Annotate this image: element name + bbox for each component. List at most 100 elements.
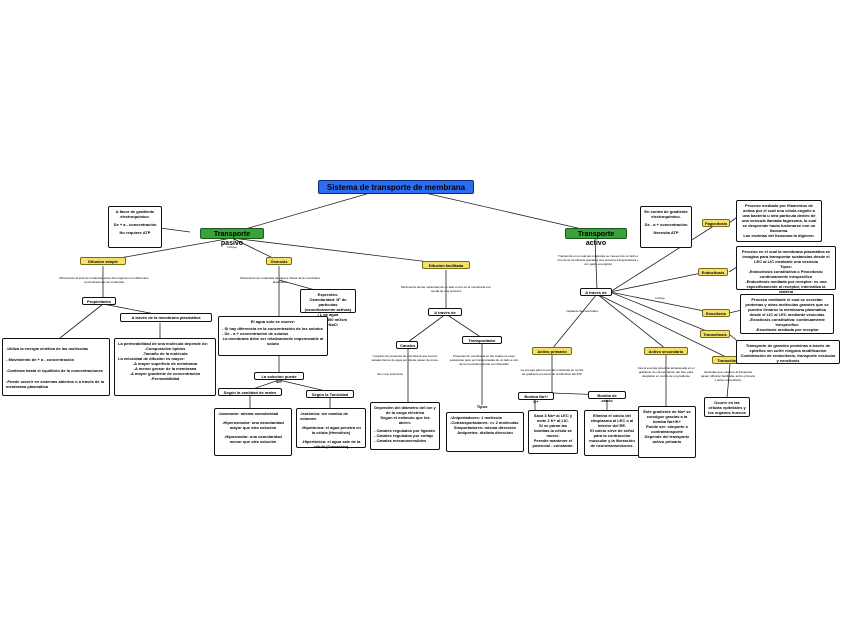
osm-line: Expresión: [317, 292, 339, 297]
by-tonicity-node[interactable]: Según la Tonicidad [306, 390, 354, 398]
channels-line: Según el estímulo que los abren: [380, 415, 431, 425]
transcytosis-desc: Vesículas que contiene al transporte pas… [700, 370, 756, 382]
phago-line: Las enzimas del lisosoma la digieren. [743, 233, 815, 238]
by-amount-node[interactable]: Según la cantidad de mates [218, 388, 282, 396]
tonicity-line: -Isotónica: sin cambio de volumen [300, 411, 350, 421]
phago-line: Proceso mediado por filamentos de actina… [741, 203, 818, 233]
na-line: Saca 3 Na+ al LEC y mete 2 K+ al LIC. [533, 413, 574, 423]
membrane-proteins-label: mediante de membrana [566, 309, 598, 313]
passive-info-box: A favor de gradiente electroquímico. Dx … [108, 206, 162, 248]
perm-line: -Tamaño de la molécula [142, 351, 188, 356]
perm-line: -Permeabilidad [150, 376, 180, 381]
exo-line: Proceso mediante el cual se secretan pro… [745, 297, 830, 317]
calcium-pump-node[interactable]: Bomba de calcio [588, 391, 626, 403]
active-info-line: Dx - a + concentración [644, 222, 688, 227]
water-movement-box: El agua solo se mueve: - Si hay diferenc… [218, 316, 328, 356]
phagocytosis-box: Proceso mediado por filamentos de actina… [736, 200, 822, 242]
ca-line: El calcio sirve de señal para la contrac… [589, 428, 636, 448]
transcytosis2-node[interactable]: Transcitosis [700, 330, 730, 338]
types-label: Tipos [476, 404, 488, 409]
selective-label: Son muy selectivos [377, 372, 403, 376]
props-line: -Utiliza la energía cinética de las molé… [6, 346, 89, 351]
types-line: -Uniportadores: 1 molécula [450, 415, 502, 420]
sec-line: Este gradiente de Na+ se consigue gracia… [643, 409, 692, 424]
perm-line: -Composición lípidos [144, 346, 186, 351]
permeability-box: La permeabilidad de una molécula depende… [114, 338, 216, 396]
passive-info-line: A favor de gradiente electroquímico. [115, 209, 156, 219]
perm-line: La permeabilidad de una molécula depende… [118, 341, 209, 346]
types-line: Simportadores: misma dirección [453, 425, 517, 430]
sec-line: Puede ser: simporte o contratransporte [645, 424, 690, 434]
simple-diffusion-node[interactable]: Difusión simple [80, 257, 126, 265]
active-incluye-label: Incluye [655, 296, 665, 300]
solution-node[interactable]: La solución puede ser [254, 372, 304, 384]
membrane-path-node[interactable]: A través de la membrana plasmática [120, 313, 212, 322]
props-line: -Puede ocurrir en sistemas abiertos o a … [6, 379, 106, 389]
amount-line: -Isosmolar: misma osmolaridad [218, 411, 279, 416]
sec-line: Depende del transporte activo primario [644, 434, 691, 444]
transcytosis-box: Ocurre en las células epiteliales y los … [704, 397, 750, 417]
root-node[interactable]: Sistema de transporte de membrana [318, 180, 474, 194]
simple-diffusion-desc: Movimiento al azar de moléculas entre do… [59, 276, 149, 284]
types-line: -Cotransportadores: >= 2 moléculas [450, 420, 519, 425]
props-line: - Movimiento de + a - concentración [6, 357, 75, 362]
channels-node[interactable]: Canales [396, 341, 418, 349]
osm-line: Osmolaridad: Nº de partículas (osmóticam… [304, 297, 353, 317]
active-info-line: En contra de gradiente electroquímico. [644, 209, 689, 219]
secondary-active-node[interactable]: Activo secundario [644, 347, 688, 355]
channels-line: Dependen del diámetro del ion y de la ca… [374, 405, 437, 415]
na-k-pump-node[interactable]: Bomba Na+/ K+ [518, 392, 554, 404]
osmosis-desc: Movimiento de moléculas de agua a través… [240, 276, 320, 284]
calcium-box: Elimina el calcio del citoplasma al LEC … [584, 410, 640, 456]
endo-line: Proceso en el cual la membrana plasmátic… [741, 249, 832, 264]
active-info-line: Necesita ATP [653, 230, 679, 235]
active-through-node[interactable]: A través de [580, 288, 612, 296]
water-line: El agua solo se mueve: [250, 319, 296, 324]
passive-incluye-label: Incluye [227, 245, 237, 249]
passive-info-line: Dx + a - concentración [113, 222, 157, 227]
active-desc: Transporte en el cual las moléculas se m… [557, 254, 639, 266]
water-line: - Si hay diferencia en la concentración … [222, 326, 323, 331]
exo-line: -Exocitosis mediada por receptor [755, 327, 819, 332]
exocytosis-node[interactable]: Exocitosis [702, 309, 730, 317]
endo-line: Tipos: [780, 264, 792, 269]
perm-line: -A mayor gradiente de concentración [129, 371, 201, 376]
transcytosis2-box: Transporte de grandes proteínas a través… [736, 340, 840, 364]
propiedades-node[interactable]: Propiedades [82, 297, 116, 305]
exo-line: -Exocitosis constitutiva: continuamente … [749, 317, 827, 327]
passive-transport-node[interactable]: Transporte pasivo [200, 228, 264, 247]
transporter-desc: Proteínas de membrana en las cuales se u… [449, 354, 519, 366]
fac-through-node[interactable]: A través de [428, 308, 462, 316]
channels-box: Dependen del diámetro del ion y de la ca… [370, 402, 440, 450]
endo-line: -Endocitosis mediada por receptor: es un… [745, 279, 828, 294]
tonicity-line: -Hipotónica: el agua penetra en la célul… [301, 425, 362, 435]
water-line: - De - a + concentración de solutos [222, 331, 289, 336]
perm-line: -A mayor superficie de membrana [132, 361, 198, 366]
props-line: -Continúa hasta el equilibrio de la conc… [6, 368, 103, 373]
transporter-node[interactable]: Transportador [462, 336, 502, 344]
channels-line: - Canales regulados por voltaje [374, 433, 434, 438]
ca-line: Elimina el calcio del citoplasma al LEC … [590, 413, 635, 428]
water-line: La membrana debe ser relativamente imper… [222, 336, 325, 346]
na-line: Si se paran las bombas la célula se muer… [534, 423, 574, 438]
osmolarity-box: Expresión: Osmolaridad: Nº de partículas… [300, 289, 356, 327]
exocytosis-box: Proceso mediante el cual se secretan pro… [740, 294, 834, 334]
phagocytosis-node[interactable]: Fagocitosis [702, 219, 730, 227]
secondary-desc: Usa la energía potencial almacenada en e… [637, 366, 695, 378]
primary-desc: La energía para mover las moléculas en c… [520, 368, 584, 376]
endocytosis-node[interactable]: Endocitosis [698, 268, 728, 276]
trans2-line: Transporte de grandes proteínas a través… [745, 343, 832, 353]
active-transport-node[interactable]: Transporte activo [565, 228, 627, 247]
perm-line: -A menor grosor de la membrana [133, 366, 197, 371]
facilitated-diffusion-node[interactable]: Difusión facilitada [422, 261, 470, 269]
trans2-line: Combinación de endocitosis, transporte v… [740, 353, 837, 363]
types-line: Antiportes: distinta dirección [457, 430, 513, 435]
channels-line: - Canales mecanosensibles [374, 438, 427, 443]
active-info-box: En contra de gradiente electroquímico. D… [640, 206, 692, 248]
props-box: -Utiliza la energía cinética de las molé… [2, 338, 110, 396]
secondary-box: Este gradiente de Na+ se consigue gracia… [638, 406, 696, 458]
osmosis-node[interactable]: Ósmosis [266, 257, 292, 265]
primary-active-node[interactable]: Activo primario [532, 347, 572, 355]
channels-line: - Canales regulados por ligando [374, 428, 435, 433]
